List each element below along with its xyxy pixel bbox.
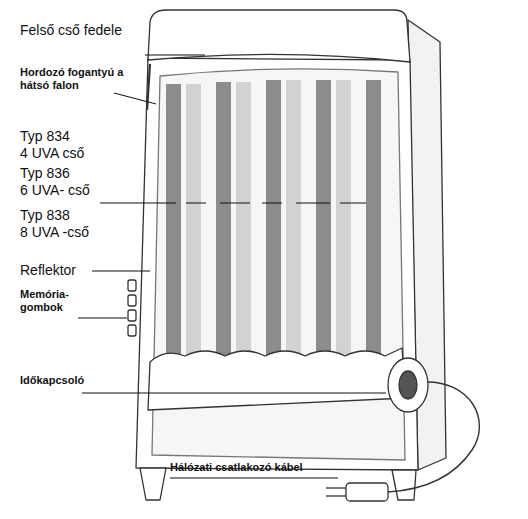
part-label: Hordozó fogantyú a hátsó falon [20,66,128,92]
part-label: Reflektor [20,262,76,279]
part-label: Felső cső fedele [20,22,122,39]
memory-button [128,310,136,321]
memory-button [128,325,136,336]
leader-lines [78,55,386,478]
plug-pin [326,495,346,496]
part-label: Typ 838 [20,207,70,224]
memory-button [128,280,136,291]
timer-housing [388,358,428,412]
foot [392,470,416,500]
top-cover [148,10,410,62]
part-label: 4 UVA cső [20,145,84,162]
part-label: 8 UVA -cső [20,224,89,241]
foot [140,468,166,500]
front-frame [136,58,418,470]
part-label: Időkapcsoló [20,374,84,387]
part-label: Typ 836 [20,165,70,182]
memory-button [128,295,136,306]
uva-tubes [166,80,381,364]
timer-knob [399,371,417,399]
part-label: Memória- gombok [20,288,82,314]
part-label: Hálózati csatlakozó kábel [170,461,303,474]
handle [147,64,150,110]
bottom-tray [148,348,406,410]
part-label: Typ 834 [20,128,70,145]
plug [346,483,388,501]
plug-pin [326,487,346,488]
part-label: 6 UVA- cső [20,182,90,199]
